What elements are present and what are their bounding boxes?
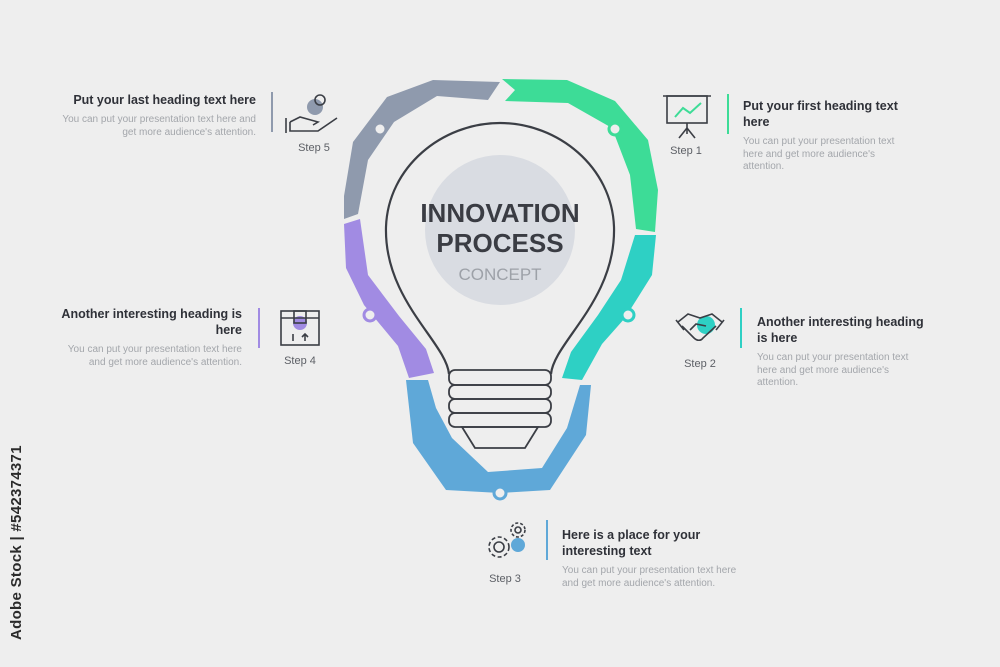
center-circle xyxy=(425,155,575,305)
step-3-text: Here is a place for your interesting tex… xyxy=(562,527,742,590)
segment-step-5 xyxy=(344,80,500,219)
step-5-body: You can put your presentation text here … xyxy=(62,114,256,138)
center-subtitle: CONCEPT xyxy=(458,265,541,284)
step-2-heading: Another interesting heading is here xyxy=(757,315,924,345)
center-title-line2: PROCESS xyxy=(436,228,563,258)
connector-dot-step-2 xyxy=(620,307,636,323)
step-4-divider xyxy=(258,308,260,348)
bulb-base xyxy=(448,369,552,449)
step-2-divider xyxy=(740,308,742,348)
segment-step-2 xyxy=(562,235,656,380)
step-5-label: Step 5 xyxy=(298,142,330,154)
step-3-divider xyxy=(546,520,548,560)
step-4-heading: Another interesting heading is here xyxy=(61,307,242,337)
gears-icon xyxy=(488,522,526,558)
step-4-label: Step 4 xyxy=(284,355,316,367)
segment-step-3 xyxy=(406,380,591,493)
step-5-text: Put your last heading text here You can … xyxy=(60,92,256,139)
segment-step-4 xyxy=(344,219,434,378)
segment-step-1 xyxy=(502,79,658,232)
center-title-line1: INNOVATION xyxy=(420,198,579,228)
step-2-label: Step 2 xyxy=(684,358,716,370)
step-2-body: You can put your presentation text here … xyxy=(757,352,909,388)
step-1-divider xyxy=(727,94,729,134)
package-box-icon xyxy=(280,310,320,346)
watermark-text: Adobe Stock | #542374371 xyxy=(8,445,25,640)
step-4-body: You can put your presentation text here … xyxy=(67,344,242,368)
presentation-chart-icon xyxy=(663,95,711,139)
step-1-label: Step 1 xyxy=(670,145,702,157)
connector-dot-step-4 xyxy=(362,307,378,323)
connector-dot-step-3 xyxy=(492,485,508,501)
step-1-text: Put your first heading text here You can… xyxy=(743,98,913,174)
step-3-body: You can put your presentation text here … xyxy=(562,565,737,589)
stock-watermark: Adobe Stock | #542374371 xyxy=(6,440,30,640)
step-1-body: You can put your presentation text here … xyxy=(743,136,895,172)
step-4-text: Another interesting heading is here You … xyxy=(60,306,242,369)
handshake-icon xyxy=(675,313,725,342)
connector-dot-step-1 xyxy=(607,121,623,137)
step-5-heading: Put your last heading text here xyxy=(73,93,256,107)
hand-coins-icon xyxy=(285,94,338,133)
connector-dot-step-5 xyxy=(372,121,388,137)
step-3-heading: Here is a place for your interesting tex… xyxy=(562,528,701,558)
step-5-divider xyxy=(271,92,273,132)
step-3-label: Step 3 xyxy=(489,573,521,585)
bulb-outline xyxy=(384,121,616,375)
step-1-heading: Put your first heading text here xyxy=(743,99,898,129)
step-2-text: Another interesting heading is here You … xyxy=(757,314,927,390)
